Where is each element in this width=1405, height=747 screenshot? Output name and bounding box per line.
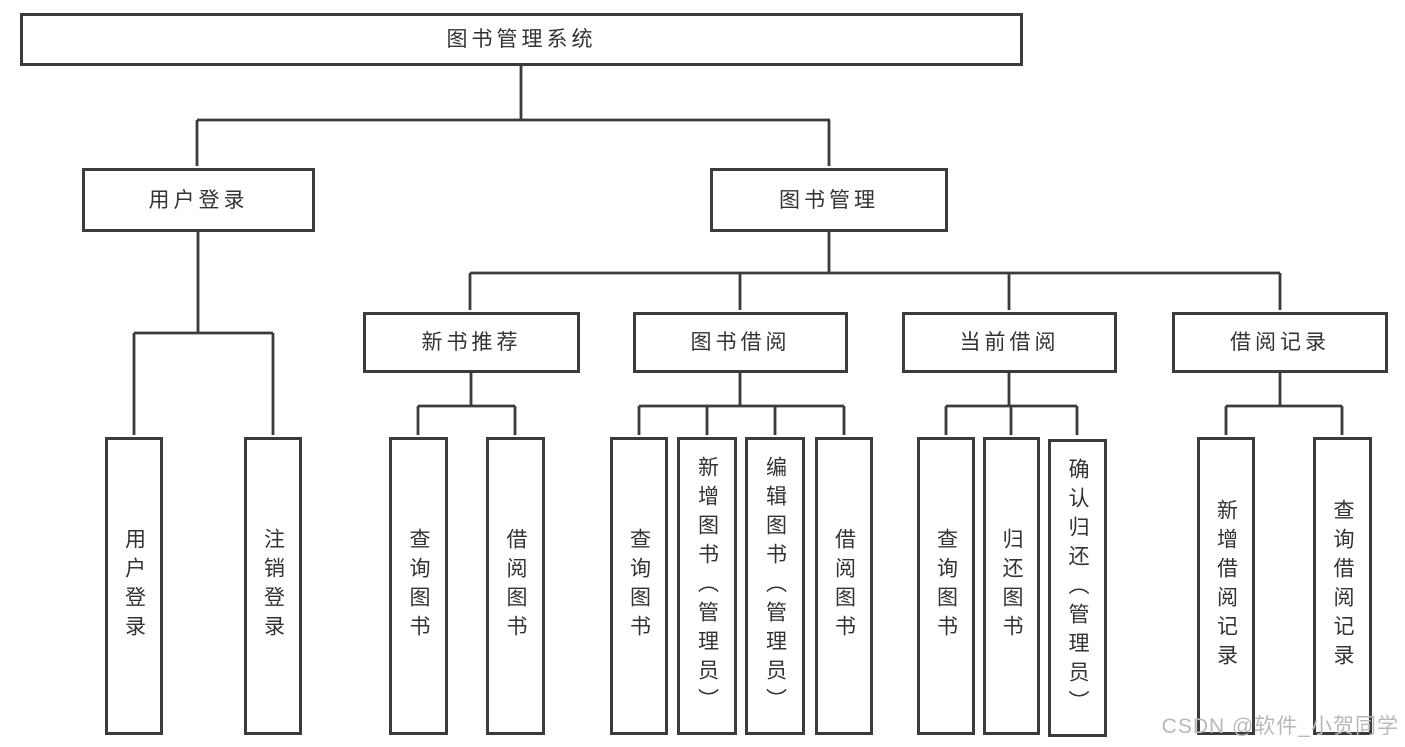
leaf-return-books: 归还图书 <box>983 437 1040 735</box>
node-new-book-recommend-label: 新书推荐 <box>421 331 522 354</box>
node-book-borrow-label: 图书借阅 <box>690 331 791 354</box>
leaf-add-borrow-record-label: 新增借阅记录 <box>1214 499 1238 673</box>
leaf-query-borrow-record: 查询借阅记录 <box>1313 437 1372 735</box>
leaf-confirm-return-admin: 确认归还（管理员） <box>1048 439 1107 737</box>
leaf-borrow-books-recommend-label: 借阅图书 <box>504 528 527 644</box>
node-library-system: 图书管理系统 <box>20 13 1023 66</box>
node-book-management: 图书管理 <box>710 168 948 232</box>
leaf-user-login: 用户登录 <box>105 437 163 735</box>
csdn-watermark: CSDN @软件_小贺同学 <box>1161 715 1399 738</box>
leaf-query-books-recommend-label: 查询图书 <box>407 528 430 644</box>
leaf-user-login-label: 用户登录 <box>122 528 146 644</box>
leaf-query-books-current-label: 查询图书 <box>934 528 958 644</box>
leaf-edit-books-admin-label: 编辑图书（管理员） <box>763 455 787 717</box>
leaf-borrow-books-recommend: 借阅图书 <box>486 437 545 735</box>
leaf-logout-label: 注销登录 <box>261 528 285 644</box>
leaf-borrow-books-label: 借阅图书 <box>832 528 856 644</box>
node-borrow-records-label: 借阅记录 <box>1230 331 1330 354</box>
node-current-borrow: 当前借阅 <box>902 312 1117 373</box>
leaf-add-borrow-record: 新增借阅记录 <box>1197 437 1255 735</box>
node-current-borrow-label: 当前借阅 <box>959 331 1060 354</box>
leaf-add-books-admin: 新增图书（管理员） <box>677 437 737 735</box>
node-user-login: 用户登录 <box>82 168 315 232</box>
leaf-query-borrow-record-label: 查询借阅记录 <box>1331 499 1354 673</box>
node-new-book-recommend: 新书推荐 <box>363 312 580 373</box>
leaf-query-books-current: 查询图书 <box>917 437 975 735</box>
leaf-query-books-borrow-label: 查询图书 <box>627 528 651 644</box>
leaf-return-books-label: 归还图书 <box>1000 528 1023 644</box>
node-book-management-label: 图书管理 <box>779 188 879 212</box>
leaf-query-books-recommend: 查询图书 <box>389 437 448 735</box>
leaf-query-books-borrow: 查询图书 <box>610 437 668 735</box>
leaf-edit-books-admin: 编辑图书（管理员） <box>745 437 805 735</box>
leaf-logout: 注销登录 <box>244 437 302 735</box>
node-borrow-records: 借阅记录 <box>1172 312 1388 373</box>
leaf-confirm-return-admin-label: 确认归还（管理员） <box>1066 457 1089 719</box>
node-user-login-label: 用户登录 <box>148 188 249 212</box>
node-library-system-label: 图书管理系统 <box>446 28 597 51</box>
leaf-add-books-admin-label: 新增图书（管理员） <box>695 455 719 717</box>
leaf-borrow-books: 借阅图书 <box>815 437 873 735</box>
node-book-borrow: 图书借阅 <box>633 312 848 373</box>
